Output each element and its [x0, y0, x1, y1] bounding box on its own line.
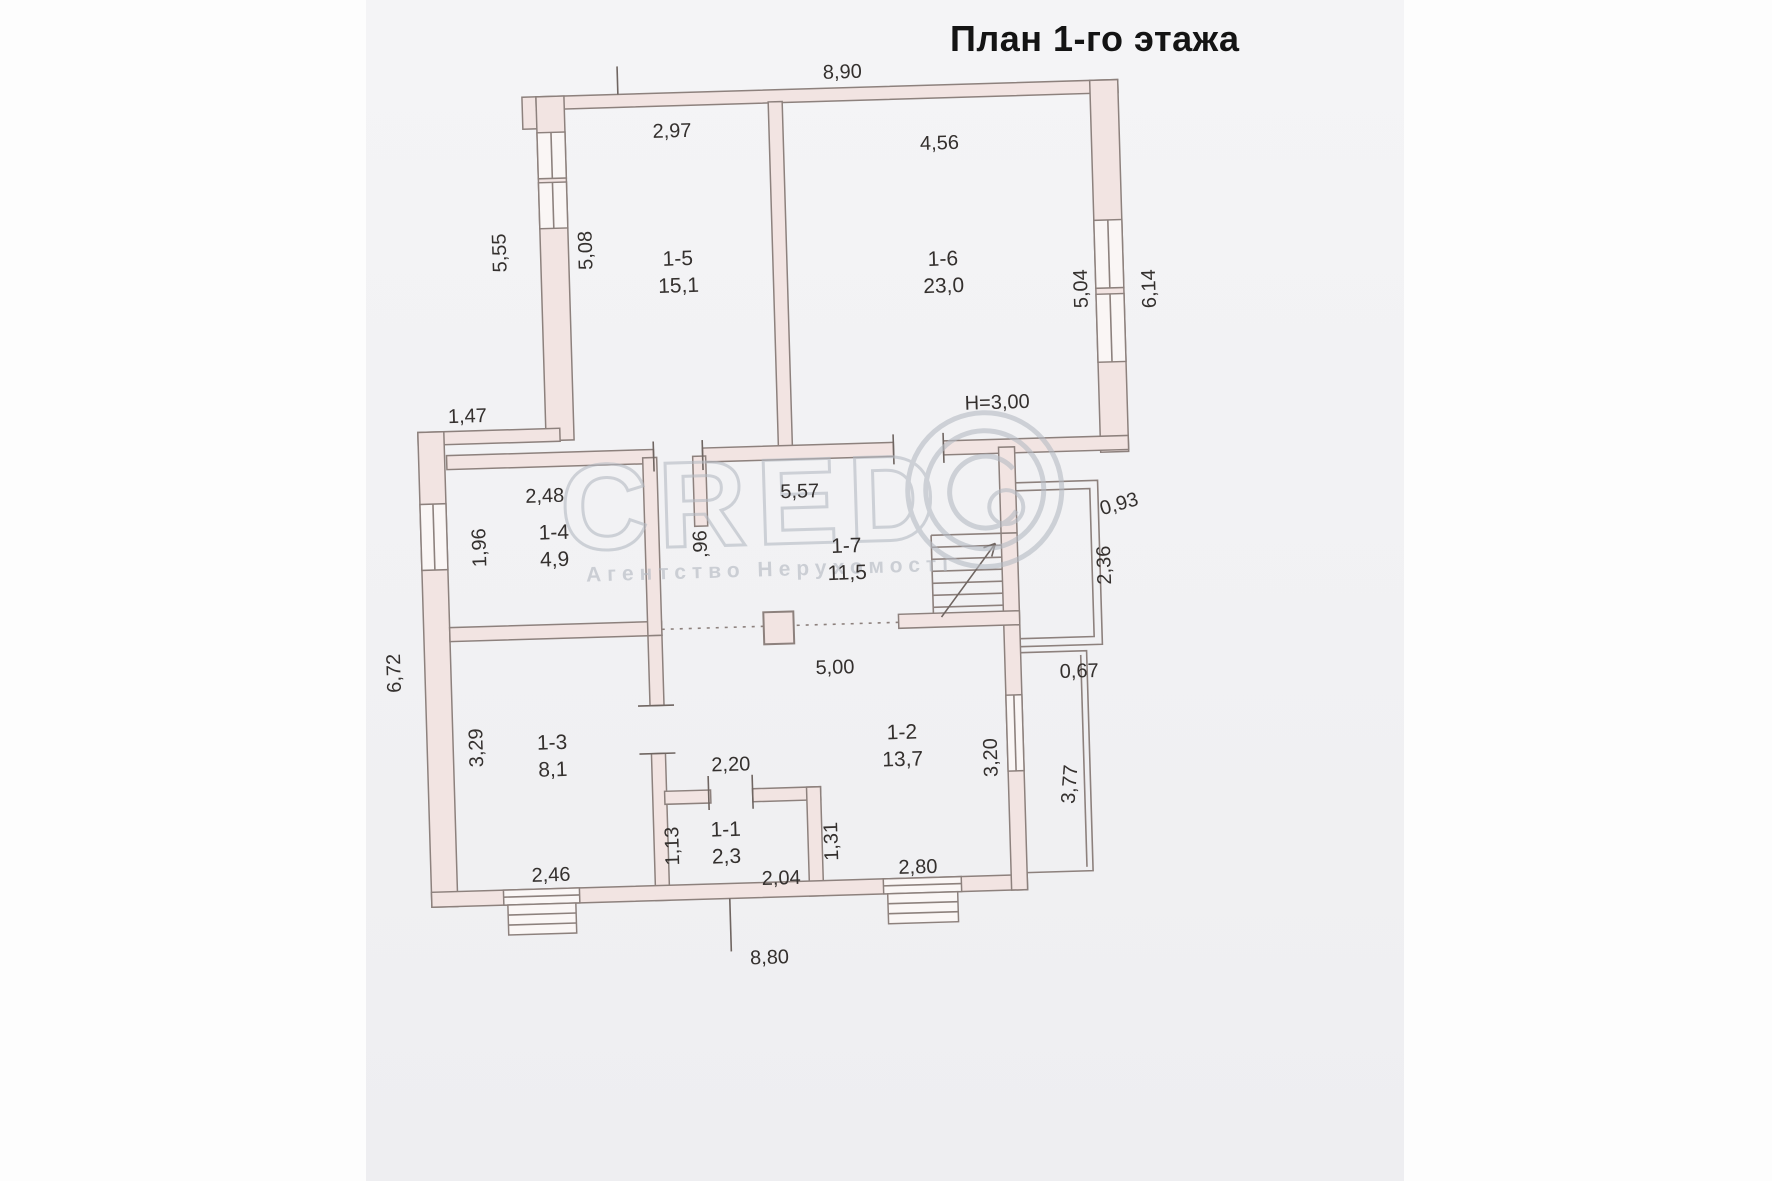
watermark-letters: CRED — [558, 429, 948, 576]
column — [762, 610, 796, 646]
page-title: План 1-го этажа — [950, 18, 1240, 59]
credo-watermark: CRED Агентство Нерухомості — [557, 410, 1065, 587]
concentric-rings-logo — [905, 410, 1065, 570]
windows — [419, 131, 1127, 936]
dimension-ticks — [616, 66, 945, 952]
annex-outline — [1015, 479, 1104, 874]
